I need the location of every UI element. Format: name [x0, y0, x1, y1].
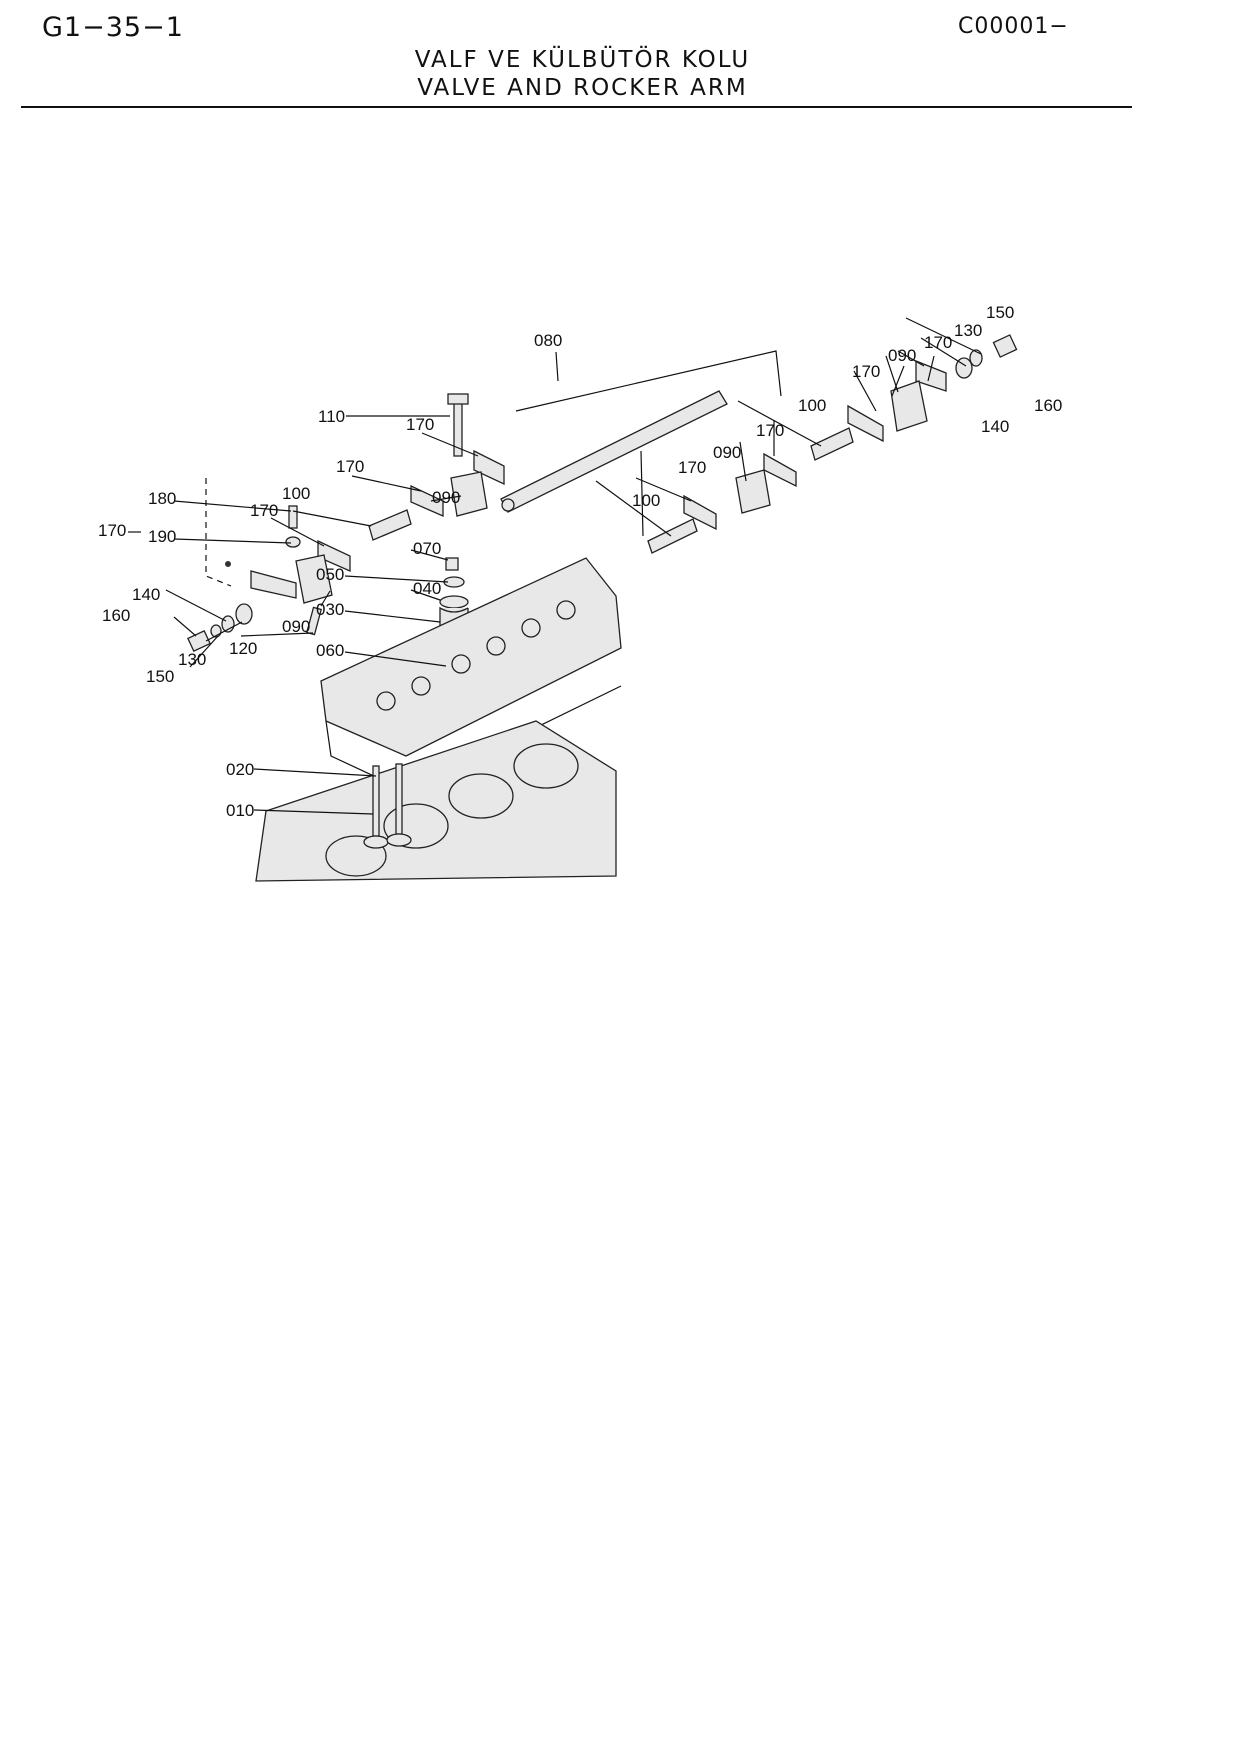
rocker-shaft — [500, 390, 728, 513]
callout-170-mid-right: 170 — [756, 421, 784, 440]
exploded-parts-diagram: 080 110 170 170 090 100 170 180 190 170 … — [98, 303, 1062, 882]
callout-190: 190 — [148, 527, 176, 546]
right-rocker-assembly — [647, 334, 1018, 554]
callout-170-top-right: 170 — [924, 333, 952, 352]
callout-140-left: 140 — [132, 585, 160, 604]
callout-170-lower-right: 170 — [678, 458, 706, 477]
shaft-leader-frame — [515, 350, 782, 412]
callout-130-left: 130 — [178, 650, 206, 669]
callout-180: 180 — [148, 489, 176, 508]
callout-010: 010 — [226, 801, 254, 820]
callout-160-left: 160 — [102, 606, 130, 625]
callout-070: 070 — [413, 539, 441, 558]
callout-130-right: 130 — [954, 321, 982, 340]
callout-100-right: 100 — [798, 396, 826, 415]
callout-170-right: 170 — [852, 362, 880, 381]
callout-090-right: 090 — [888, 346, 916, 365]
callout-100-lower-right: 100 — [632, 491, 660, 510]
callout-140-right: 140 — [981, 417, 1009, 436]
callout-110: 110 — [318, 407, 345, 426]
callout-150-right: 150 — [986, 303, 1014, 322]
cylinder-block — [255, 720, 617, 882]
document-code: C00001− — [958, 14, 1069, 39]
callout-120: 120 — [229, 639, 257, 658]
title-turkish: VALF VE KÜLBÜTÖR KOLU — [414, 47, 751, 73]
callout-100-left: 100 — [282, 484, 310, 503]
callout-020: 020 — [226, 760, 254, 779]
callout-080: 080 — [534, 331, 562, 350]
callout-040: 040 — [413, 579, 441, 598]
left-rocker-assembly — [187, 393, 505, 653]
callout-090-mid-right: 090 — [713, 443, 741, 462]
callout-090-lower: 090 — [282, 617, 310, 636]
callout-170-left: 170 — [250, 501, 278, 520]
callout-labels: 080 110 170 170 090 100 170 180 190 170 … — [98, 303, 1062, 820]
title-english: VALVE AND ROCKER ARM — [417, 75, 748, 101]
callout-160-right: 160 — [1034, 396, 1062, 415]
callout-170-middle: 170 — [336, 457, 364, 476]
callout-170-upper: 170 — [406, 415, 434, 434]
callout-170-bracket: 170 — [98, 521, 126, 540]
valves — [363, 763, 412, 849]
page-code: G1−35−1 — [42, 12, 184, 43]
callout-060: 060 — [316, 641, 344, 660]
header-rule — [21, 106, 1132, 108]
callout-150-left: 150 — [146, 667, 174, 686]
shaft-leader-frame-2 — [640, 450, 644, 537]
callout-090-left: 090 — [432, 488, 460, 507]
leader-lines — [128, 317, 982, 815]
callout-050: 050 — [316, 565, 344, 584]
callout-030: 030 — [316, 600, 344, 619]
